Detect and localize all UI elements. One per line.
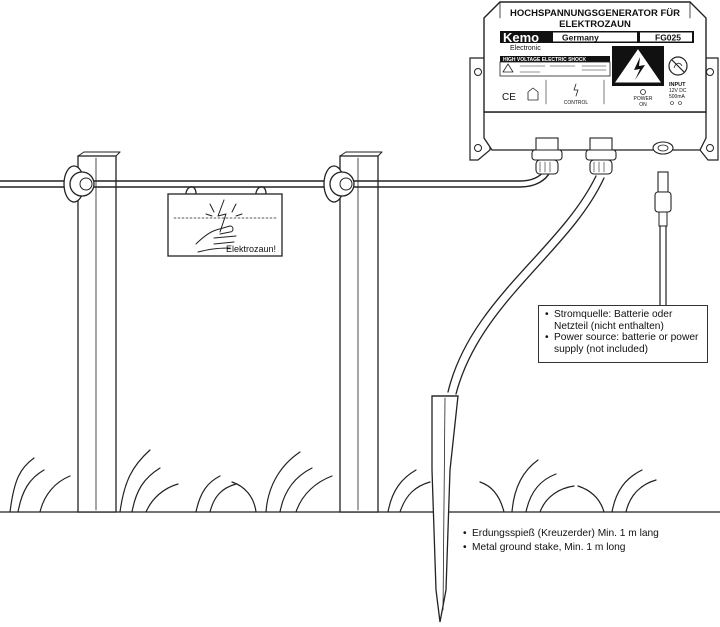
power-source-de: Stromquelle: Batterie oder Netzteil (nic… — [545, 309, 701, 332]
house-icon — [527, 87, 539, 101]
insulator-right — [323, 165, 355, 203]
device-model: FG025 — [655, 33, 681, 43]
brand-sub: Electronic — [510, 45, 541, 52]
power-label-1: POWER — [634, 96, 653, 102]
ground-cable — [447, 175, 605, 395]
ce-mark: CE — [502, 92, 516, 103]
output-terminal-right — [585, 137, 617, 175]
hand-shock-icon — [195, 199, 243, 253]
ground-stake-de: Erdungsspieß (Kreuzerder) Min. 1 m lang — [463, 527, 713, 541]
grass — [9, 449, 657, 513]
sign-label: Elektrozaun! — [226, 244, 276, 254]
ground-stake — [431, 395, 459, 623]
warning-triangle-icon — [502, 63, 514, 73]
generator-device: HOCHSPANNUNGSGENERATOR FÜR ELEKTROZAUN K… — [469, 1, 719, 175]
device-title-line2: ELEKTROZAUN — [559, 19, 631, 30]
input-socket — [652, 141, 674, 155]
ground-stake-en: Metal ground stake, Min. 1 m long — [463, 541, 713, 555]
power-label-2: ON — [639, 102, 647, 108]
input-line1: INPUT — [669, 82, 686, 88]
input-line2: 12V DC — [669, 88, 687, 94]
power-source-en: Power source: batterie or power supply (… — [545, 332, 701, 355]
power-led-icon — [640, 89, 646, 95]
warning-sign: Elektrozaun! — [167, 186, 283, 257]
fence-post-right — [339, 151, 383, 513]
insulator-left — [63, 165, 95, 203]
fence-post-left — [77, 151, 121, 513]
brand-logo: Kemo — [503, 30, 539, 45]
device-origin: Germany — [562, 33, 599, 43]
device-title-line1: HOCHSPANNUNGSGENERATOR FÜR — [510, 8, 680, 19]
power-source-callout: Stromquelle: Batterie oder Netzteil (nic… — [538, 305, 708, 363]
warning-banner: HIGH VOLTAGE ELECTRIC SHOCK — [503, 57, 587, 63]
ground-stake-note: Erdungsspieß (Kreuzerder) Min. 1 m lang … — [463, 527, 713, 555]
input-line3: 500mA — [669, 94, 686, 100]
power-cable — [654, 171, 672, 309]
control-label: CONTROL — [564, 100, 589, 106]
output-terminal-left — [531, 137, 563, 175]
